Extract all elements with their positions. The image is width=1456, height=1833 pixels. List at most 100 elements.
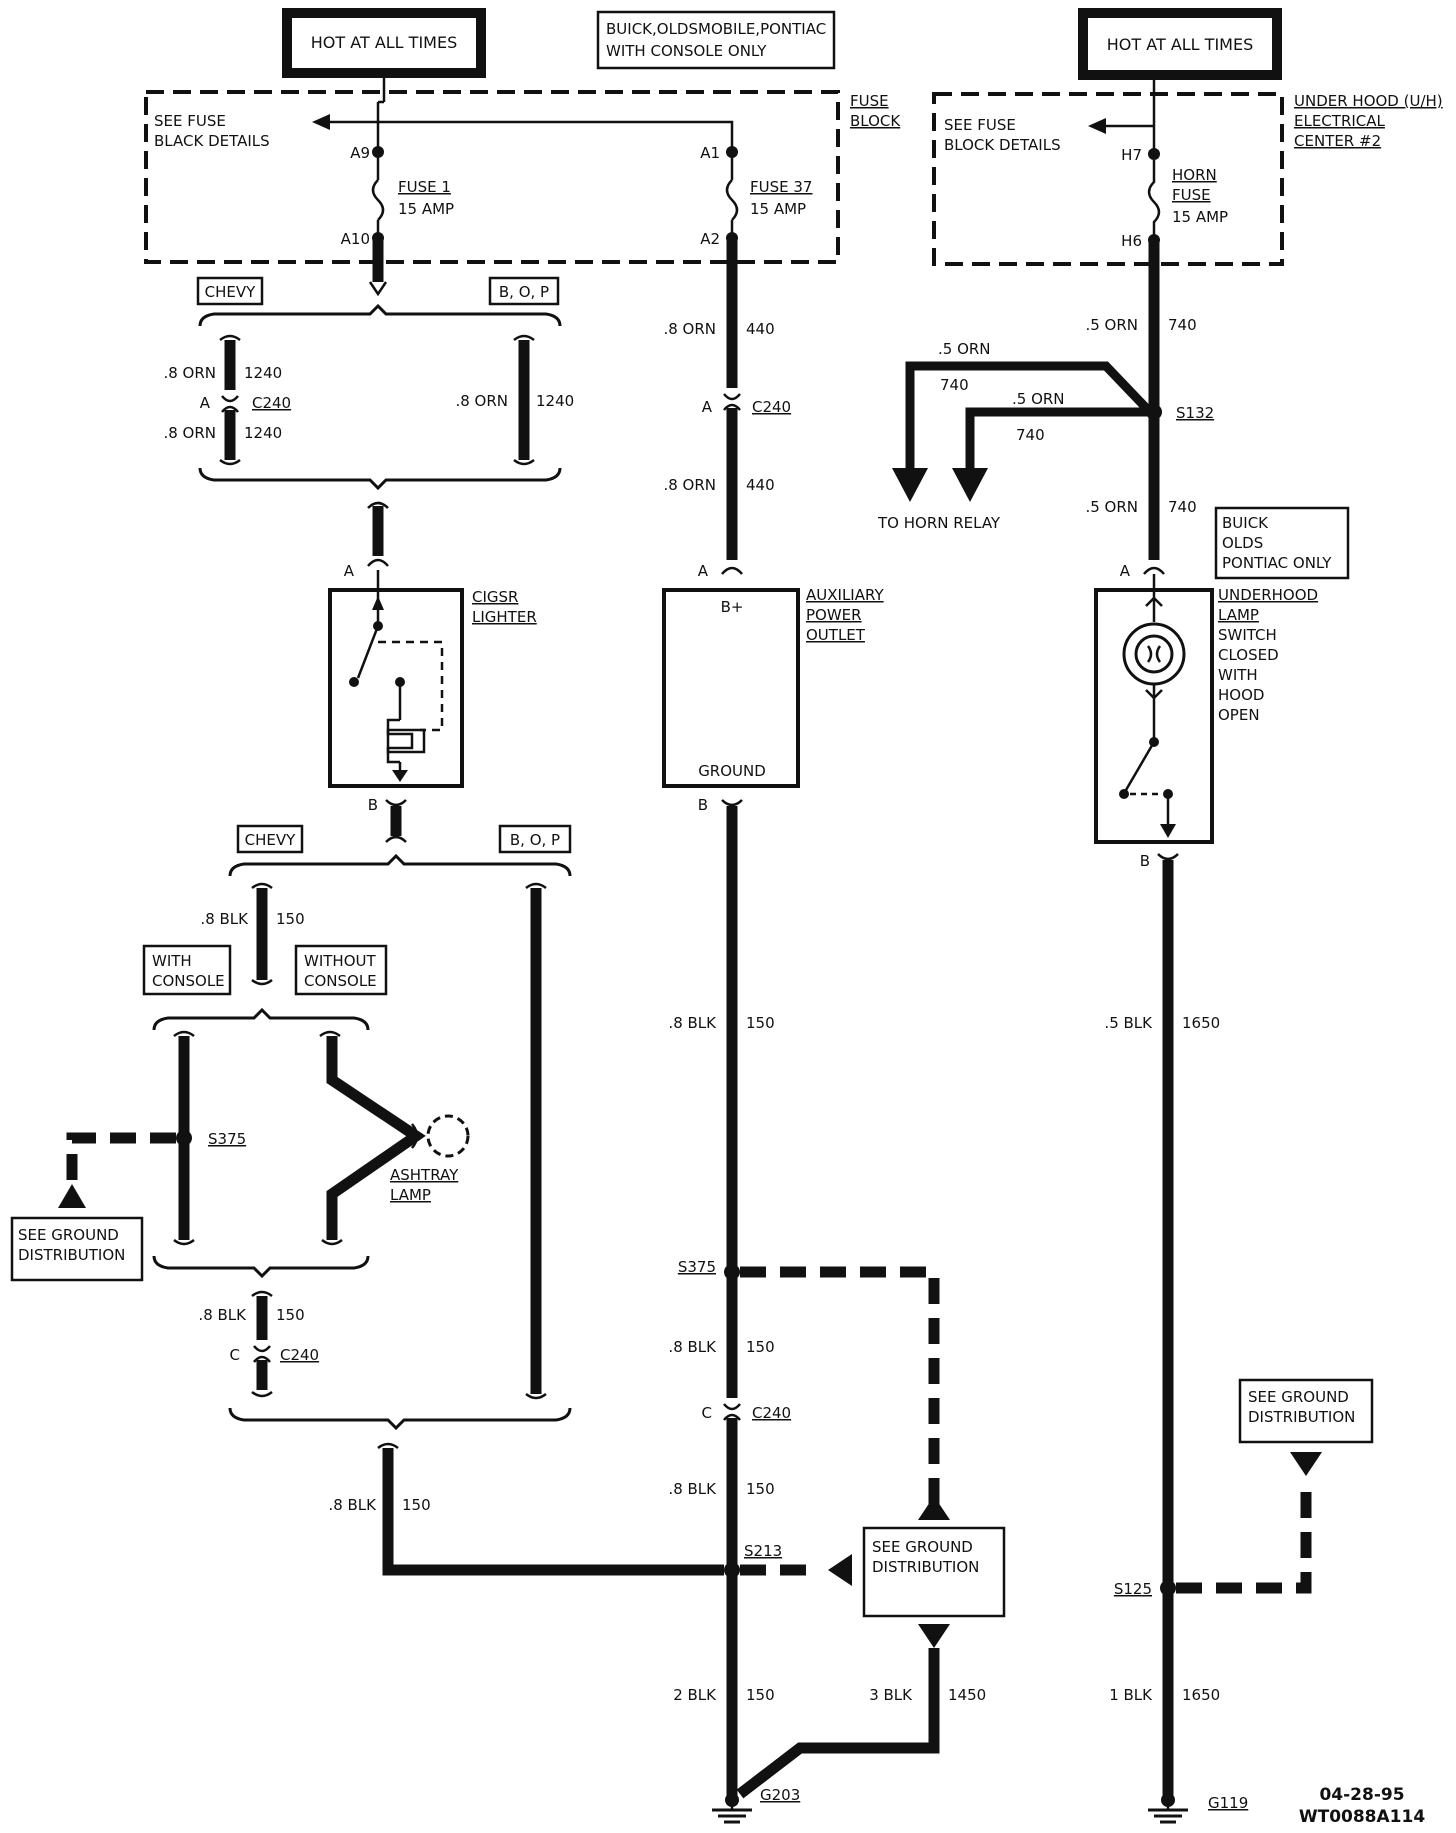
ground-g119 [1148,1793,1188,1824]
aux-label-3: OUTLET [806,626,866,644]
cigar-lighter [328,570,464,788]
horn-fuse-label-2: FUSE [1172,186,1211,204]
wire-08orn-440b: .8 ORN [663,476,716,494]
see-ground-box-2 [862,1526,1006,1618]
ground-arrow-s125 [1290,1452,1322,1476]
wire-08orn-440a: .8 ORN [663,320,716,338]
ul-pin-a: A [1120,562,1131,580]
aux-pin-a: A [698,562,709,580]
splice-s375-mid [724,1264,740,1280]
splice-s125-label: S125 [1114,1580,1152,1598]
wire-08blk-d: .8 BLK [668,1480,717,1498]
fuse-busbar [378,120,734,152]
aux-label-1: AUXILIARY [806,586,884,604]
see-fuse-arrowhead [312,114,330,130]
hot-label-right: HOT AT ALL TIMES [1107,35,1253,54]
with-console-1: WITH [152,952,192,970]
fuse1-label: FUSE 1 [398,178,451,196]
auxiliary-power-outlet [662,588,800,788]
ashtray-label-1: ASHTRAY [390,1166,459,1184]
wire-150-b: 150 [276,1306,305,1324]
splice-s375-mid-label: S375 [678,1258,716,1276]
wire-ashtray [326,1036,426,1240]
see-ground-3-line2: DISTRIBUTION [1248,1408,1355,1426]
console-note-line2: WITH CONSOLE ONLY [606,42,767,60]
wire-08blk-c: .8 BLK [668,1338,717,1356]
wire-440a: 440 [746,320,775,338]
horn-fuse [1147,148,1161,246]
splice-s213 [724,1562,740,1578]
chevy-tag-2 [236,824,304,854]
connector-c240-3: C240 [280,1346,319,1364]
buick-only-1: BUICK [1222,514,1269,532]
wire-740b: 740 [940,376,969,394]
ground-g203-label: G203 [760,1786,800,1804]
wire-08orn-b: .8 ORN [163,424,216,442]
wire-3blk: 3 BLK [869,1686,913,1704]
ul-pin-b: B [1140,852,1150,870]
connector-a-2: A [702,398,713,416]
uh-label-1: UNDER HOOD (U/H) [1294,92,1443,110]
pin-h6: H6 [1121,232,1142,250]
console-bracket-top [152,1007,370,1031]
hot-label-left: HOT AT ALL TIMES [311,33,457,52]
ground-arrow-left [58,1184,86,1208]
see-ground-box-1 [10,1216,144,1282]
bop-tag-1 [488,276,560,306]
console-bracket-bottom [152,1255,370,1279]
wire-left-to-s213 [382,1448,724,1576]
pin-a10: A10 [341,230,370,248]
wire-2blk: 2 BLK [673,1686,717,1704]
ul-label-4: CLOSED [1218,646,1279,664]
to-horn-relay-label: TO HORN RELAY [877,514,1001,532]
chevy-label-1: CHEVY [205,283,256,301]
splice-s132-label: S132 [1176,404,1214,422]
splice-s375-left-label: S375 [208,1130,246,1148]
bop-label-1: B, O, P [499,283,549,301]
ul-label-3: SWITCH [1218,626,1277,644]
uh-label-2: ELECTRICAL [1294,112,1386,130]
ground-arrow-s375-mid [918,1496,950,1520]
wire-150-f: 150 [746,1686,775,1704]
lighter-pin-a: A [344,562,355,580]
horn-fuse-label-3: 15 AMP [1172,208,1228,226]
fuse37-amp: 15 AMP [750,200,806,218]
see-fuse-label-1: SEE FUSE [154,112,226,130]
option-bracket-bottom-1 [198,467,562,491]
connector-c-2: C [702,1404,712,1422]
wire-1240-b: 1240 [244,424,282,442]
dashed-s125 [1176,1480,1312,1594]
horn-relay-arrow-2 [952,468,988,502]
hot-at-all-times-box-left: HOT AT ALL TIMES [282,8,486,78]
horn-relay-arrow-1 [892,468,928,502]
wire-150-aux-label: 150 [746,1014,775,1032]
see-fuse2-label-1: SEE FUSE [944,116,1016,134]
dashed-ground-s375-left [66,1132,176,1180]
wire-05orn-740d: .5 ORN [1085,498,1138,516]
see-ground-box-3 [1238,1378,1374,1444]
option-bracket-bottom-2 [228,1407,572,1431]
fuse1-amp: 15 AMP [398,200,454,218]
with-console-2: CONSOLE [152,972,225,990]
wire-1240-a: 1240 [244,364,282,382]
underhood-lamp-switch [1094,574,1214,844]
wire-08orn-a: .8 ORN [163,364,216,382]
fuse-1 [371,122,385,244]
see-ground-1-line2: DISTRIBUTION [18,1246,125,1264]
wire-740a: 740 [1168,316,1197,334]
connector-a-1: A [200,394,211,412]
diagram-code: WT0088A114 [1299,1807,1425,1827]
ground-arrow-down-box2 [918,1624,950,1648]
fuse37-label: FUSE 37 [750,178,812,196]
without-console-tag [294,944,388,996]
pin-a1: A1 [700,144,720,162]
wire-440b: 440 [746,476,775,494]
wire-150-a: 150 [276,910,305,928]
hot-at-all-times-box-right: HOT AT ALL TIMES [1078,8,1282,80]
wire-150-c: 150 [746,1338,775,1356]
connector-c-1: C [230,1346,240,1364]
ul-label-6: HOOD [1218,686,1264,704]
splice-s125 [1160,1580,1176,1596]
